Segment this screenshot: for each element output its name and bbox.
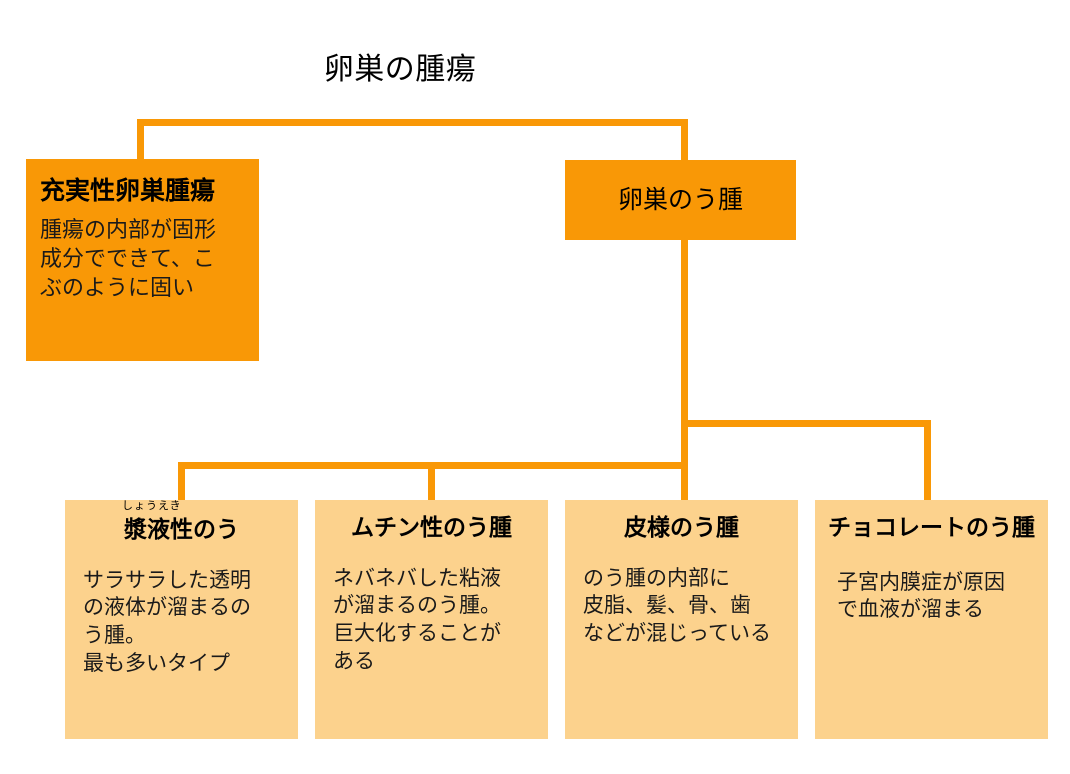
node-mucinous-cyst-title: ムチン性のう腫 [351, 515, 512, 541]
connector-root-to-cyst [681, 119, 688, 162]
node-chocolate-cyst[interactable]: チョコレートのう腫 子宮内膜症が原因 で血液が溜まる [815, 500, 1048, 739]
connector-branch-to-chocolate [924, 420, 931, 502]
furigana-serous: しょうえき [122, 500, 182, 512]
node-ovarian-cyst[interactable]: 卵巣のう腫 [565, 160, 796, 240]
node-serous-cyst-title-text: 漿液性のう [124, 517, 239, 543]
node-solid-ovarian-tumor-title: 充実性卵巣腫瘍 [40, 176, 216, 205]
node-chocolate-cyst-title: チョコレートのう腫 [828, 515, 1035, 541]
node-solid-ovarian-tumor-body: 腫瘍の内部が固形 成分でできて、こ ぶのように固い [40, 218, 217, 302]
node-serous-cyst-title: しょうえき 漿液性のう [65, 500, 298, 545]
node-mucinous-cyst[interactable]: ムチン性のう腫 ネバネバした粘液 が溜まるのう腫。 巨大化することが ある [315, 500, 548, 739]
node-dermoid-cyst[interactable]: 皮様のう腫 のう腫の内部に 皮脂、髪、骨、歯 などが混じっている [565, 500, 798, 739]
connector-root-to-solid [137, 119, 144, 161]
node-serous-cyst[interactable]: しょうえき 漿液性のう サラサラした透明 の液体が溜まるの う腫。 最も多いタイ… [65, 500, 298, 739]
node-ovarian-cyst-title: 卵巣のう腫 [617, 185, 743, 215]
connector-branch-to-serous [178, 462, 185, 502]
connector-branch-upper-horizontal [681, 420, 931, 427]
node-dermoid-cyst-body: のう腫の内部に 皮脂、髪、骨、歯 などが混じっている [583, 565, 771, 646]
connector-root-horizontal [137, 119, 688, 126]
node-dermoid-cyst-title: 皮様のう腫 [624, 515, 739, 541]
connector-branch-to-mucinous [428, 462, 435, 502]
connector-cyst-trunk [681, 238, 688, 502]
node-mucinous-cyst-body: ネバネバした粘液 が溜まるのう腫。 巨大化することが ある [333, 565, 501, 673]
page-title: 卵巣の腫瘍 [323, 52, 477, 87]
node-serous-cyst-body: サラサラした透明 の液体が溜まるの う腫。 最も多いタイプ [83, 567, 251, 675]
node-solid-ovarian-tumor[interactable]: 充実性卵巣腫瘍 腫瘍の内部が固形 成分でできて、こ ぶのように固い [26, 159, 259, 361]
node-chocolate-cyst-body: 子宮内膜症が原因 で血液が溜まる [837, 569, 1005, 622]
